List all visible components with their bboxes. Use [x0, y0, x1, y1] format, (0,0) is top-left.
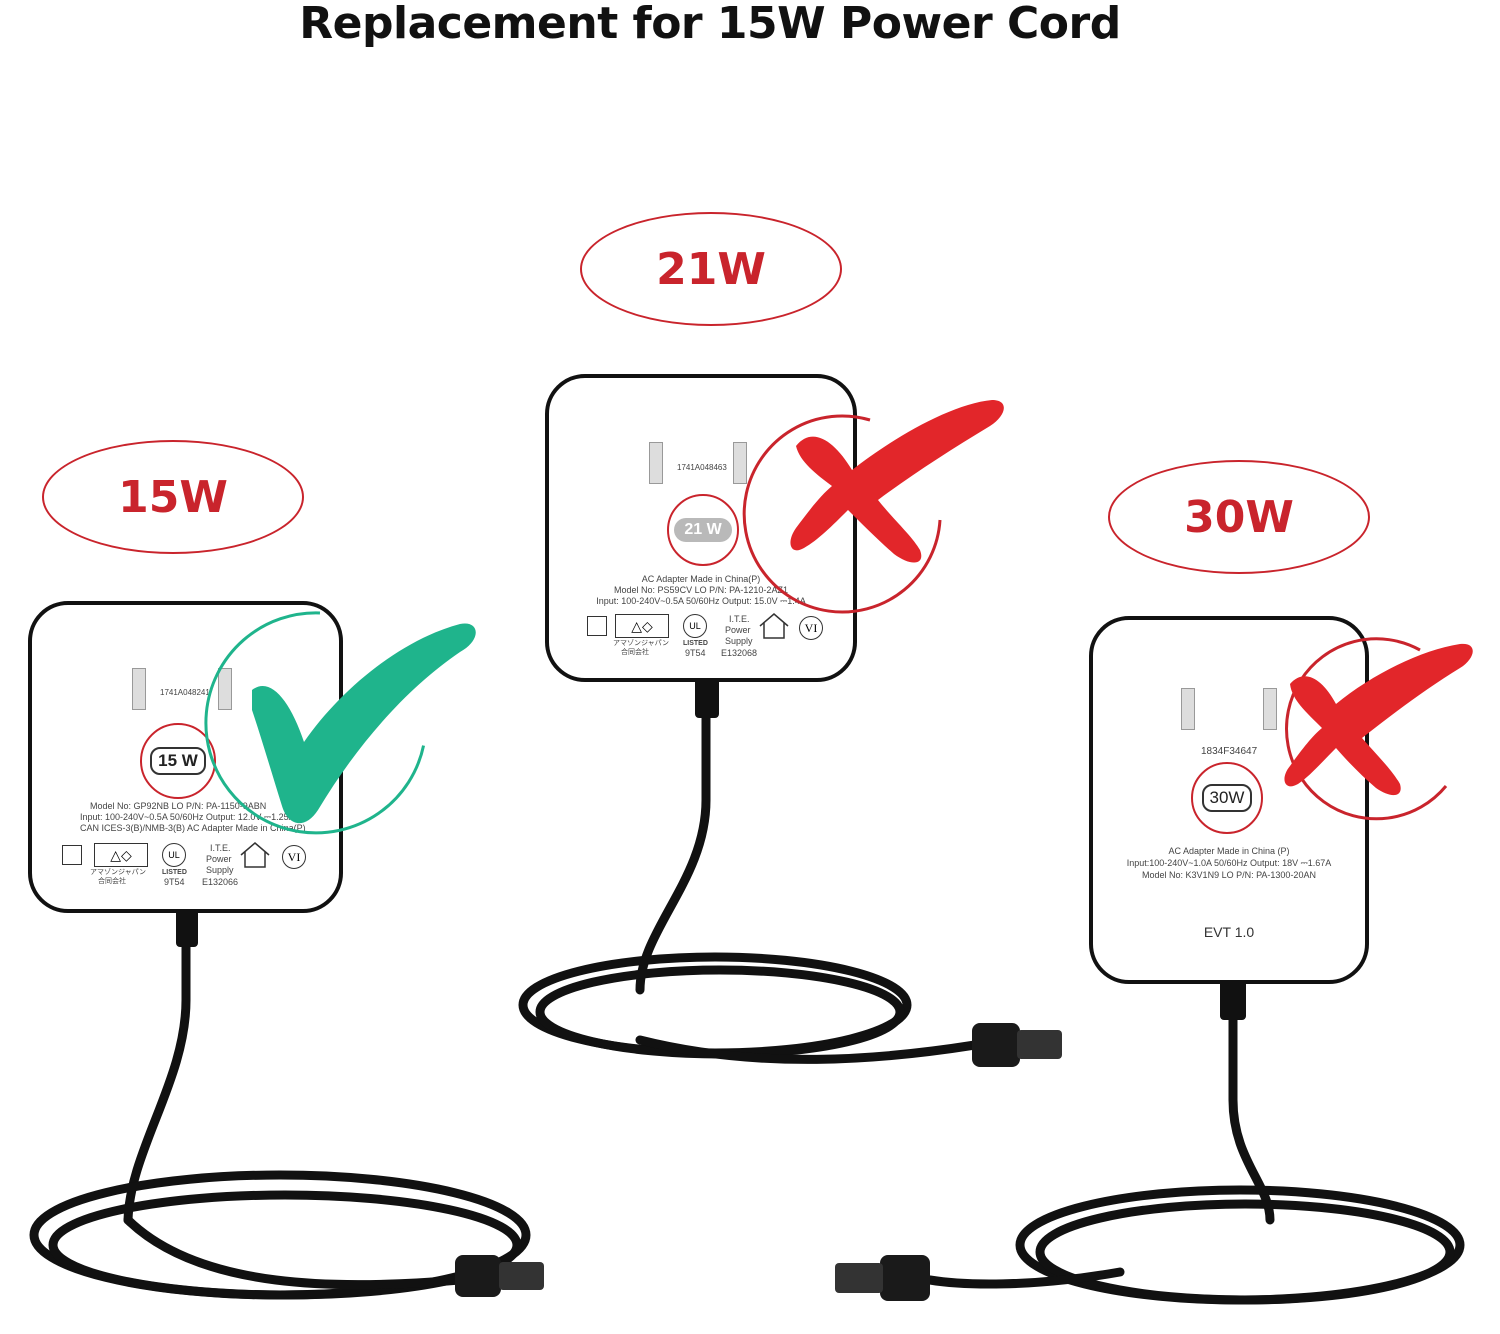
- version-30w: EVT 1.0: [1203, 924, 1255, 940]
- ul-icon-15w: UL: [162, 843, 186, 867]
- cable-strain-relief-21w: [695, 678, 719, 718]
- watt-oval-21w: 21W: [580, 212, 842, 326]
- label-line-30w-3: Model No: K3V1N9 LO P/N: PA-1300-20AN: [1142, 870, 1316, 880]
- watt-badge-15w: 15 W: [140, 723, 216, 799]
- watt-badge-text-21w: 21 W: [674, 518, 732, 542]
- cert-e-number-21w: E132068: [721, 648, 758, 658]
- cert-power-21w: Power: [725, 625, 751, 635]
- triangle-mark-icon-15w: △◇: [94, 843, 148, 867]
- cert-jp-21w-1: アマゾンジャパン: [613, 640, 669, 647]
- dc-plug-30w: [835, 1255, 930, 1301]
- cert-ite-21w: I.T.E.: [729, 614, 750, 624]
- label-line-21w-3: Input: 100-240V~0.5A 50/60Hz Output: 15.…: [596, 596, 806, 606]
- cross-icon: [742, 400, 1004, 614]
- label-line-15w-3: CAN ICES-3(B)/NMB-3(B) AC Adapter Made i…: [80, 823, 306, 833]
- vi-mark-21w: VI: [799, 616, 823, 640]
- vi-mark-text-15w: VI: [287, 850, 301, 864]
- vi-mark-15w: VI: [282, 845, 306, 869]
- cert-listed-15w: LISTED: [162, 869, 187, 876]
- dc-plug-21w: [972, 1023, 1062, 1067]
- house-icon-21w: [759, 613, 789, 639]
- watt-label-21w: 21W: [656, 243, 766, 295]
- cert-jp-15w-2: 合同会社: [98, 878, 126, 885]
- check-icon: [204, 611, 476, 835]
- serial-21w: 1741A048463: [677, 463, 727, 472]
- cert-9t54-21w: 9T54: [685, 648, 706, 658]
- vi-mark-text-21w: VI: [804, 621, 818, 635]
- cert-jp-15w-1: アマゾンジャパン: [90, 869, 146, 876]
- prong-left-30w: [1181, 688, 1195, 730]
- cross-icon-30w: [1284, 637, 1473, 821]
- cable-strain-relief-15w: [176, 905, 198, 947]
- cable-30w: [925, 980, 1465, 1305]
- prong-left-15w: [132, 668, 146, 710]
- triangle-mark-icon-21w: △◇: [615, 614, 669, 638]
- watt-oval-15w: 15W: [42, 440, 304, 554]
- watt-badge-21w: 21 W: [667, 494, 739, 566]
- label-line-30w-1: AC Adapter Made in China (P): [1168, 846, 1290, 856]
- prong-right-30w: [1263, 688, 1277, 730]
- label-line-30w-2: Input:100-240V~1.0A 50/60Hz Output: 18V …: [1126, 858, 1332, 868]
- prong-left-21w: [649, 442, 663, 484]
- page-title: Replacement for 15W Power Cord: [299, 0, 1121, 49]
- cert-supply-15w: Supply: [206, 865, 234, 875]
- cable-15w: [29, 910, 531, 1300]
- label-line-21w-2: Model No: PS59CV LO P/N: PA-1210-2AZ1: [614, 585, 788, 595]
- serial-30w: 1834F34647: [1201, 746, 1258, 757]
- ul-icon-21w: UL: [683, 614, 707, 638]
- cert-listed-21w: LISTED: [683, 640, 708, 647]
- serial-15w: 1741A048241: [160, 688, 210, 697]
- label-line-21w-1: AC Adapter Made in China(P): [641, 574, 761, 584]
- cable-21w: [518, 685, 980, 1064]
- prong-right-21w: [733, 442, 747, 484]
- cert-power-15w: Power: [206, 854, 232, 864]
- cert-ite-15w: I.T.E.: [210, 843, 231, 853]
- house-icon-15w: [240, 842, 270, 868]
- cable-strain-relief-30w: [1220, 978, 1246, 1020]
- square-icon-15w: [62, 845, 82, 865]
- cert-jp-21w-2: 合同会社: [621, 649, 649, 656]
- watt-label-15w: 15W: [118, 471, 228, 523]
- cert-supply-21w: Supply: [725, 636, 753, 646]
- label-line-15w-2: Input: 100-240V~0.5A 50/60Hz Output: 12.…: [80, 812, 295, 822]
- square-icon-21w: [587, 616, 607, 636]
- label-line-15w-1: Model No: GP92NB LO P/N: PA-1150-9ABN: [90, 801, 267, 811]
- watt-badge-text-15w: 15 W: [150, 747, 206, 775]
- cert-e-number-15w: E132066: [202, 877, 239, 887]
- cert-9t54-15w: 9T54: [164, 877, 185, 887]
- watt-badge-text-30w: 30W: [1201, 784, 1253, 812]
- watt-badge-30w: 30W: [1191, 762, 1263, 834]
- watt-label-30w: 30W: [1184, 491, 1294, 543]
- prong-right-15w: [218, 668, 232, 710]
- watt-oval-30w: 30W: [1108, 460, 1370, 574]
- dc-plug-15w: [455, 1255, 544, 1297]
